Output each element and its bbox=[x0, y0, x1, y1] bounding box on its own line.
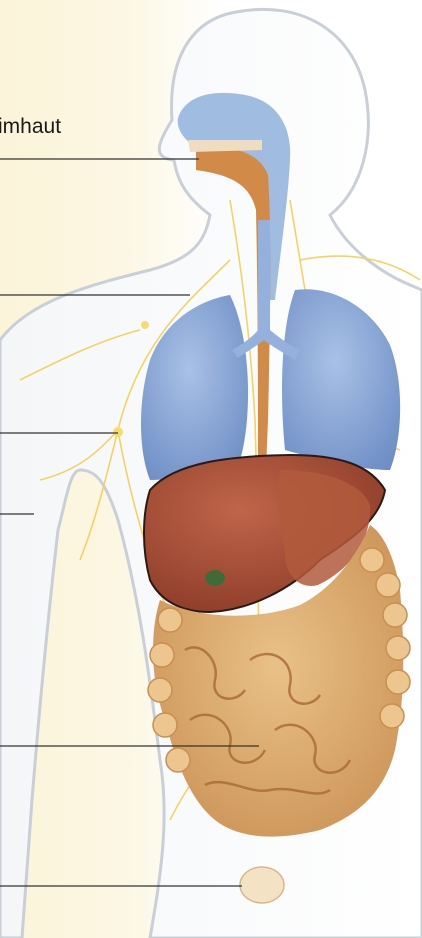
nerve-node bbox=[141, 321, 149, 329]
gallbladder bbox=[205, 570, 225, 586]
label-mucosa: imhaut bbox=[0, 115, 61, 139]
nerve-node bbox=[113, 427, 123, 437]
rectum bbox=[240, 867, 284, 903]
mouth-palate bbox=[188, 140, 262, 152]
